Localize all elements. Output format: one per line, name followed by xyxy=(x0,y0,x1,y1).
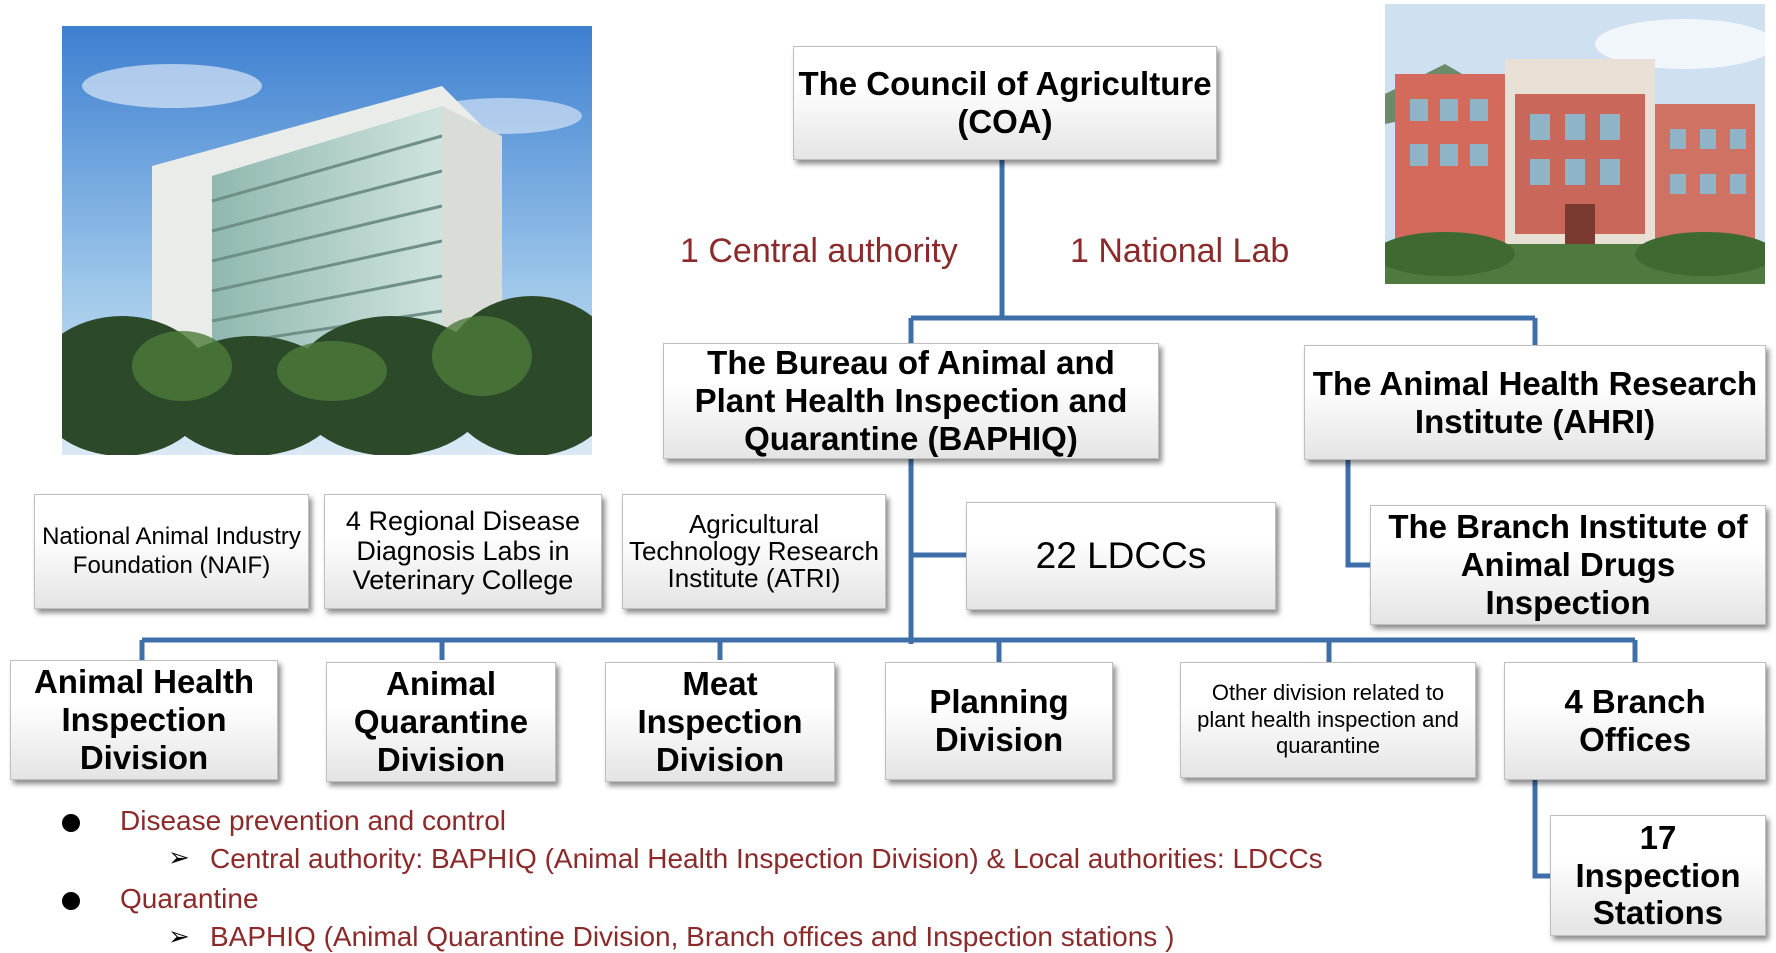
partner-regional-labs-label: 4 Regional Disease Diagnosis Labs in Vet… xyxy=(345,505,581,596)
national-lab-label: 1 National Lab xyxy=(1070,232,1290,270)
bullet-sub-central-authority: Central authority: BAPHIQ (Animal Health… xyxy=(210,843,1323,874)
arrow-bullet-icon: ➢ xyxy=(168,842,190,872)
partner-naif-label: National Animal Industry Foundation (NAI… xyxy=(42,522,301,579)
bullet-dot xyxy=(62,892,80,910)
division-animal-health-label: Animal Health Inspection Division xyxy=(33,663,255,776)
arrow-bullet-icon: ➢ xyxy=(168,921,190,951)
division-animal-quarantine-label: Animal Quarantine Division xyxy=(353,665,529,778)
inspection-stations-box: 17 Inspection Stations xyxy=(1550,815,1766,936)
division-animal-health-box: Animal Health Inspection Division xyxy=(10,660,278,780)
bullet-quarantine: Quarantine xyxy=(120,883,259,914)
bullet-dot xyxy=(62,814,80,832)
division-meat-inspection-label: Meat Inspection Division xyxy=(637,665,803,778)
ldccs-label: 22 LDCCs xyxy=(1035,535,1207,576)
connector-ahri-branch xyxy=(1345,460,1370,568)
branch-institute-label: The Branch Institute of Animal Drugs Ins… xyxy=(1388,508,1748,621)
branch-institute-box: The Branch Institute of Animal Drugs Ins… xyxy=(1370,505,1766,625)
division-other-box: Other division related to plant health i… xyxy=(1180,662,1476,778)
central-authority-label: 1 Central authority xyxy=(680,232,958,270)
partner-naif-box: National Animal Industry Foundation (NAI… xyxy=(34,494,309,609)
ldccs-box: 22 LDCCs xyxy=(966,502,1276,610)
division-planning-label: Planning Division xyxy=(929,683,1069,758)
branch-offices-box: 4 Branch Offices xyxy=(1504,662,1766,780)
baphiq-box: The Bureau of Animal and Plant Health In… xyxy=(663,343,1159,459)
division-other-label: Other division related to plant health i… xyxy=(1197,680,1459,759)
baphiq-label: The Bureau of Animal and Plant Health In… xyxy=(694,344,1128,457)
branch-offices-label: 4 Branch Offices xyxy=(1564,683,1706,758)
partner-atri-label: Agricultural Technology Research Institu… xyxy=(628,508,880,594)
coa-label: The Council of Agriculture (COA) xyxy=(798,65,1212,140)
bullet-sub-baphiq-quarantine: BAPHIQ (Animal Quarantine Division, Bran… xyxy=(210,921,1175,952)
division-meat-inspection-box: Meat Inspection Division xyxy=(605,662,835,782)
institute-building-photo xyxy=(1385,4,1765,284)
partner-atri-box: Agricultural Technology Research Institu… xyxy=(622,494,886,609)
bullet-disease-prevention: Disease prevention and control xyxy=(120,805,507,836)
office-building-photo xyxy=(62,26,592,455)
division-animal-quarantine-box: Animal Quarantine Division xyxy=(326,662,556,782)
connector-branch-stations xyxy=(1532,780,1550,879)
ahri-box: The Animal Health Research Institute (AH… xyxy=(1304,345,1766,460)
ahri-label: The Animal Health Research Institute (AH… xyxy=(1312,364,1758,440)
partner-regional-labs-box: 4 Regional Disease Diagnosis Labs in Vet… xyxy=(324,494,602,609)
division-planning-box: Planning Division xyxy=(885,662,1113,780)
inspection-stations-label: 17 Inspection Stations xyxy=(1575,818,1741,932)
coa-box: The Council of Agriculture (COA) xyxy=(793,46,1217,160)
